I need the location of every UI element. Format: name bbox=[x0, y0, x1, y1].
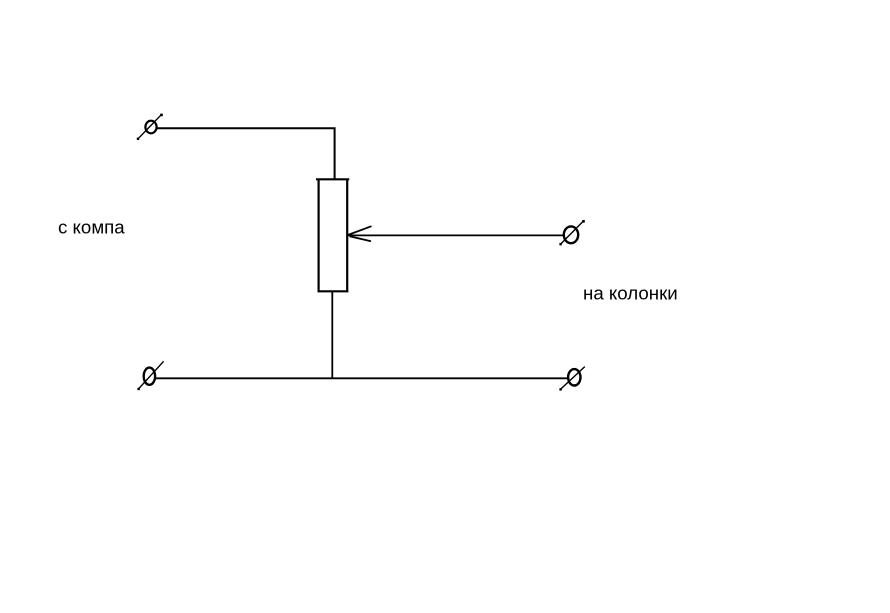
svg-text:с компа: с компа bbox=[58, 217, 125, 238]
svg-text:на колонки: на колонки bbox=[583, 283, 678, 304]
